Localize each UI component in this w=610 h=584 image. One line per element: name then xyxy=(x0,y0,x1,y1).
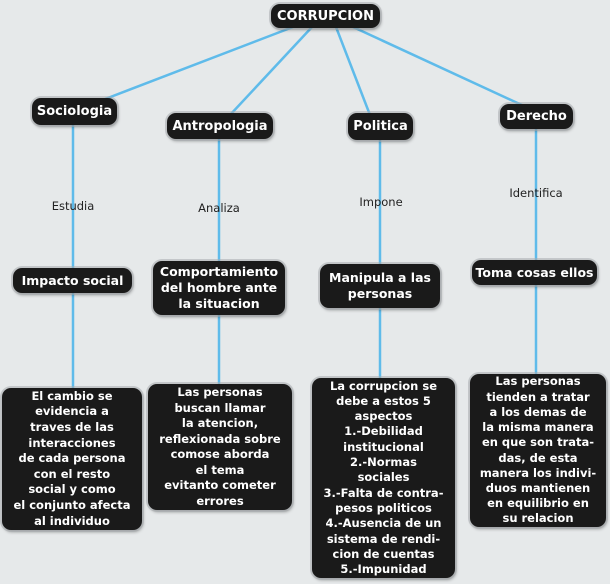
edge-label-identifica[interactable]: Identifica xyxy=(509,186,563,200)
node-comportamiento-hombre[interactable]: Comportamiento del hombre ante la situac… xyxy=(153,261,285,315)
connector-root-politica xyxy=(334,25,372,117)
node-toma-cosas[interactable]: Toma cosas ellos xyxy=(472,260,597,285)
edge-label-impone[interactable]: Impone xyxy=(359,195,403,209)
node-derecho[interactable]: Derecho xyxy=(500,104,573,129)
node-manipula-personas[interactable]: Manipula a las personas xyxy=(320,264,440,308)
node-sociologia[interactable]: Sociologia xyxy=(32,98,117,125)
node-corrupcion[interactable]: CORRUPCION xyxy=(271,4,380,28)
connector-root-sociologia xyxy=(98,25,295,103)
connector-root-derecho xyxy=(351,25,526,108)
node-detail-antropologia[interactable]: Las personas buscan llamar la atencion, … xyxy=(148,384,292,510)
edge-label-analiza[interactable]: Analiza xyxy=(198,201,240,215)
node-detail-politica[interactable]: La corrupcion se debe a estos 5 aspectos… xyxy=(312,378,455,578)
node-politica[interactable]: Politica xyxy=(348,113,413,140)
node-detail-derecho[interactable]: Las personas tienden a tratar a los dema… xyxy=(470,374,606,527)
edge-label-estudia[interactable]: Estudia xyxy=(51,199,95,213)
node-detail-sociologia[interactable]: El cambio se evidencia a traves de las i… xyxy=(2,388,142,530)
node-antropologia[interactable]: Antropologia xyxy=(167,113,273,139)
node-impacto-social[interactable]: Impacto social xyxy=(13,268,132,293)
connector-root-antropologia xyxy=(228,25,314,117)
